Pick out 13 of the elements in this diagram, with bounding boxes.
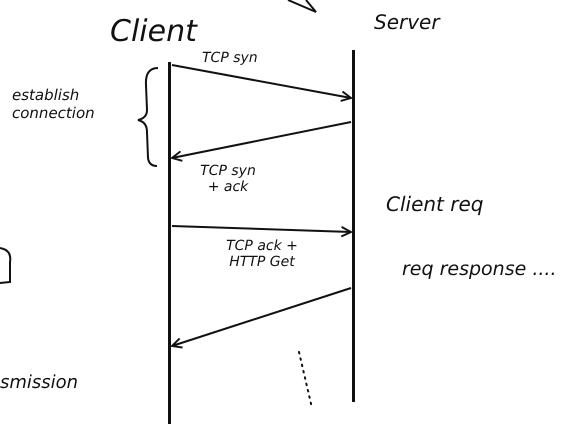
lifeline-title: Server — [374, 10, 440, 34]
annotation: req response .... — [402, 258, 557, 280]
annotation: smission — [0, 372, 78, 393]
edge-label: TCP syn — [200, 50, 260, 66]
lifeline — [168, 62, 171, 424]
arrow — [171, 287, 352, 349]
lifeline — [352, 50, 355, 402]
arrow — [172, 225, 352, 238]
arrow — [172, 64, 352, 102]
lifeline-title: Client — [110, 14, 197, 49]
arrow — [171, 121, 352, 162]
annotation: establish connection — [12, 86, 96, 122]
annotation: Client req — [386, 192, 484, 216]
